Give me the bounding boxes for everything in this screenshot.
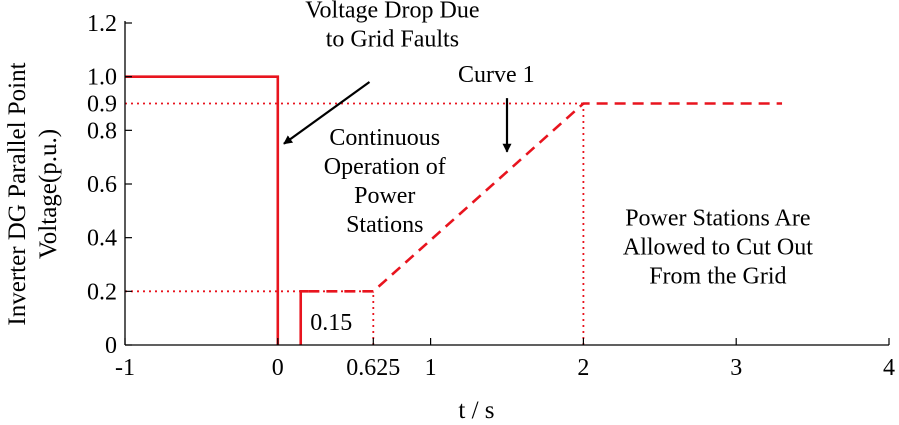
annotation-arrow — [283, 81, 371, 145]
annotation-line: From the Grid — [649, 264, 786, 290]
annotation-time-015: 0.15 — [310, 310, 352, 336]
series-line-3 — [308, 102, 783, 293]
y-tick-label: 0.6 — [87, 172, 117, 198]
y-axis-label-line: Inverter DG Parallel Point — [4, 62, 31, 325]
annotation-line: Power Stations Are — [625, 206, 810, 232]
y-tick-label: 0.9 — [87, 92, 117, 118]
annotation-line: 0.15 — [310, 310, 352, 336]
annotation-voltage-drop: Voltage Drop Due to Grid Faults — [305, 0, 479, 53]
annotation-line: Operation of — [324, 154, 446, 180]
annotation-line: Allowed to Cut Out — [623, 235, 813, 261]
annotation-line: Stations — [346, 212, 423, 238]
reference-lines — [125, 102, 585, 345]
y-tick-label: 1.0 — [87, 65, 117, 91]
y-tick-label: 0.2 — [87, 279, 117, 305]
annotation-line: Curve 1 — [458, 62, 535, 88]
series-line-1 — [125, 75, 280, 345]
annotation-line: Power — [354, 183, 415, 209]
x-tick-label: 1 — [425, 355, 437, 381]
y-tick-label: 0.4 — [87, 226, 117, 252]
y-tick-label: 1.2 — [87, 11, 117, 37]
annotation-line: to Grid Faults — [326, 27, 459, 53]
x-tick-label: 3 — [730, 355, 742, 381]
x-tick-label: 4 — [883, 355, 895, 381]
y-tick-label: 0 — [105, 333, 117, 359]
axes — [124, 21, 890, 346]
annotation-curve-1: Curve 1 — [458, 62, 535, 88]
x-tick-label: 0.625 — [346, 355, 400, 381]
x-tick-label: 2 — [577, 355, 589, 381]
x-tick-label: -1 — [115, 355, 135, 381]
annotation-line: Continuous — [329, 125, 440, 151]
x-axis-label: t / s — [458, 397, 494, 424]
x-tick-label: 0 — [272, 355, 284, 381]
annotation-line: Voltage Drop Due — [305, 0, 479, 24]
series-line-2 — [299, 290, 309, 345]
y-tick-label: 0.8 — [87, 118, 117, 144]
series-lines — [125, 75, 783, 345]
y-axis-label-line: Voltage(p.u.) — [35, 129, 62, 259]
